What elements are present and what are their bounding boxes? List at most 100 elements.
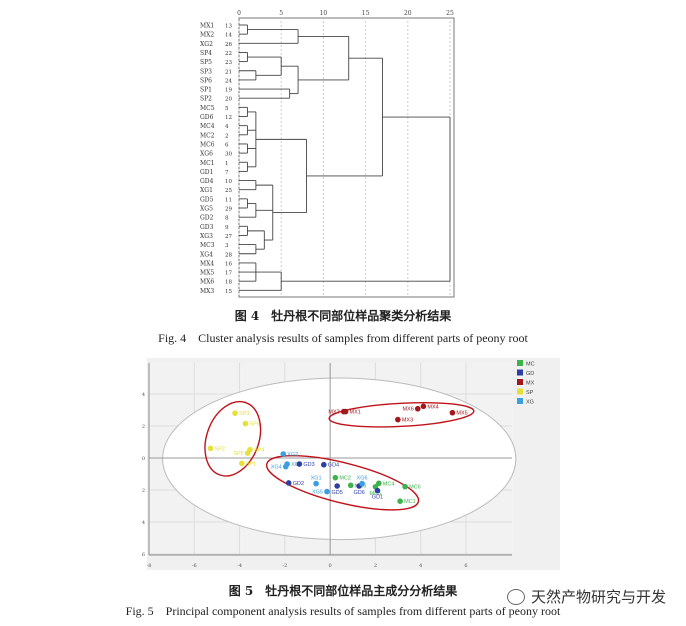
data-point [395, 416, 401, 423]
leaf-label: GD4 [200, 178, 214, 185]
leaf-label: SP6 [200, 77, 212, 84]
data-point [332, 474, 339, 481]
point-label: SP3 [239, 411, 249, 417]
data-point [285, 480, 292, 486]
leaf-number: 27 [225, 234, 232, 240]
point-label: SP6 [249, 422, 259, 428]
data-point [296, 461, 303, 467]
leaf-label: SP3 [200, 68, 212, 75]
leaf-number: 9 [225, 225, 229, 231]
legend-swatch [517, 388, 523, 395]
leaf-number: 25 [225, 188, 232, 194]
leaf-number: 11 [225, 197, 232, 203]
data-point [280, 451, 287, 457]
cluster-ellipse [328, 401, 475, 428]
leaf-label: MC1 [200, 160, 215, 167]
x-tick-label: -6 [192, 563, 197, 569]
leaf-label: MX4 [200, 260, 214, 267]
leaf-number: 17 [225, 271, 232, 277]
leaf-label: SP1 [200, 87, 212, 94]
leaf-label: XG4 [200, 251, 213, 258]
point-label: SP5 [233, 451, 243, 457]
leaf-label: MC3 [200, 242, 215, 249]
leaf-label: GD5 [200, 196, 214, 203]
wechat-icon [506, 588, 525, 605]
leaf-label: MX2 [200, 32, 214, 39]
point-label: SP1 [246, 461, 256, 467]
leaf-label: GD6 [200, 114, 214, 121]
point-label: MC4 [383, 481, 395, 487]
leaf-number: 28 [225, 252, 232, 258]
point-label: MC2 [339, 476, 351, 482]
data-point [239, 460, 245, 467]
data-point [282, 463, 289, 470]
point-label: GD1 [372, 495, 383, 501]
point-label: GD5 [332, 490, 343, 496]
fig4-caption-cn: 图 4 牡丹根不同部位样品聚类分析结果 [234, 309, 452, 323]
data-point [397, 498, 403, 504]
x-tick-label: 0 [329, 563, 332, 569]
leaf-number: 5 [225, 106, 229, 112]
cluster-ellipse [204, 400, 262, 477]
data-point [359, 480, 365, 487]
confidence-ellipse [162, 377, 517, 541]
fig4-caption-en: Fig. 4 Cluster analysis results of sampl… [158, 331, 528, 345]
leaf-number: 13 [225, 24, 232, 30]
data-point [449, 409, 456, 416]
point-label: MC6 [409, 485, 421, 491]
leaf-label: GD3 [200, 224, 214, 231]
leaf-label: XG6 [200, 151, 213, 158]
leaf-number: 24 [225, 78, 232, 84]
leaf-number: 7 [225, 170, 229, 176]
leaf-number: 18 [225, 280, 232, 286]
x-tick-label: 2 [374, 563, 377, 569]
leaf-label: XG2 [200, 41, 213, 48]
legend-swatch [517, 379, 523, 385]
leaf-label: SP5 [200, 59, 212, 66]
data-point [324, 488, 330, 495]
point-label: XG2 [287, 452, 298, 458]
leaf-label: MC5 [200, 105, 215, 112]
leaf-number: 14 [225, 33, 232, 39]
leaf-number: 23 [225, 60, 232, 66]
y-tick-label: 4 [142, 520, 145, 526]
leaf-label: GD2 [200, 215, 214, 222]
watermark-text: 天然产物研究与开发 [530, 588, 666, 606]
point-label: XG6 [357, 476, 368, 482]
x-tick-label: 6 [464, 563, 467, 569]
leaf-label: SP2 [200, 96, 212, 103]
y-tick-label: 4 [142, 392, 145, 398]
leaf-number: 6 [225, 142, 229, 148]
point-label: XG5 [312, 490, 323, 496]
x-tick-label: 20 [404, 10, 412, 17]
data-point [244, 450, 251, 456]
point-label: MX6 [402, 407, 413, 413]
legend-swatch [517, 369, 523, 376]
watermark: 天然产物研究与开发 [506, 586, 666, 607]
leaf-number: 15 [225, 289, 232, 295]
data-point [207, 445, 214, 452]
legend-label: GD [526, 371, 534, 377]
fig5-caption-cn: 图 5 牡丹根不同部位样品主成分分析结果 [228, 584, 458, 598]
point-label: SP4 [254, 448, 264, 454]
leaf-label: MC4 [200, 123, 215, 130]
leaf-number: 22 [225, 51, 232, 57]
point-label: MX2 [328, 410, 339, 416]
x-tick-label: 25 [446, 10, 454, 17]
point-label: MC5 [370, 491, 382, 497]
cluster-ellipse [265, 455, 420, 511]
data-point [334, 483, 340, 489]
leaf-number: 19 [225, 88, 232, 94]
leaf-number: 26 [225, 42, 232, 48]
point-label: MC1 [404, 499, 416, 505]
data-point [414, 405, 421, 412]
x-tick-label: 10 [320, 10, 328, 17]
y-tick-label: 0 [142, 456, 145, 462]
legend-label: SP [526, 390, 534, 396]
leaf-label: SP4 [200, 50, 212, 57]
x-tick-label: 15 [362, 10, 370, 17]
leaf-number: 29 [225, 207, 232, 213]
point-label: SP2 [215, 446, 225, 452]
